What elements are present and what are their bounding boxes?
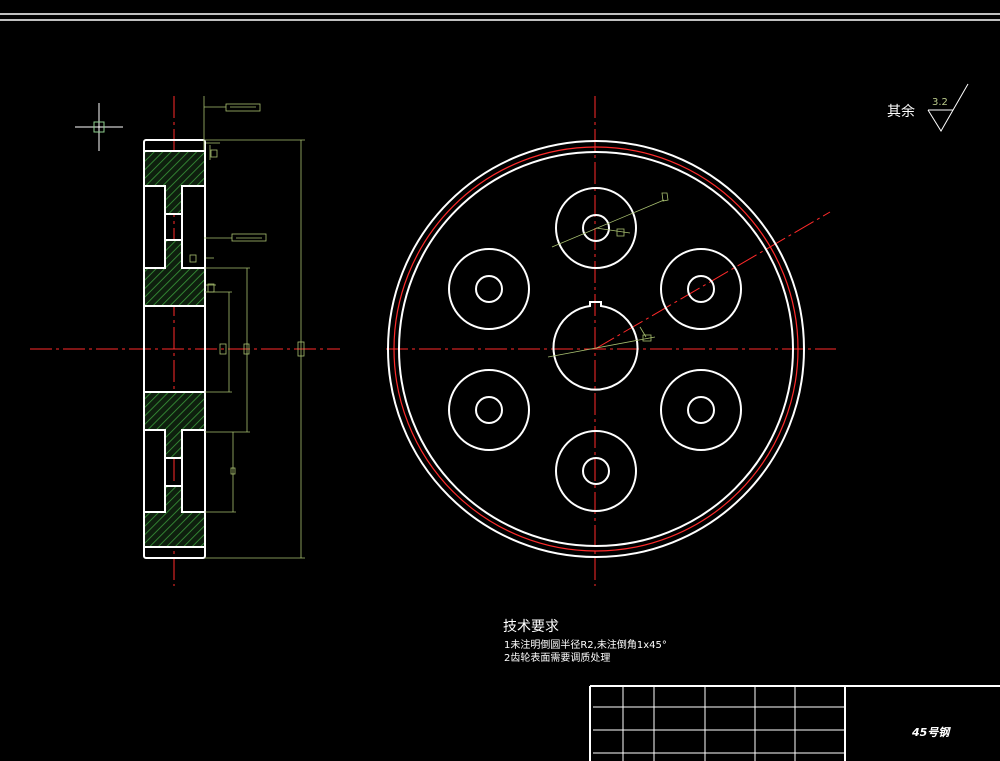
surface-finish-value: 3.2 xyxy=(932,97,948,108)
crosshair-cursor-icon xyxy=(75,103,123,151)
roughness-symbol-icon xyxy=(927,83,969,132)
surface-finish-label: 其余 xyxy=(887,104,915,120)
technical-requirements-title: 技术要求 xyxy=(503,619,559,635)
gear-front-view xyxy=(386,96,836,586)
title-block-material: 45号钢 xyxy=(912,726,950,739)
gear-addendum-circle xyxy=(387,140,805,558)
front-diagonal-centerline xyxy=(594,211,831,350)
gear-root-circle xyxy=(398,151,794,547)
center-bore-with-keyway xyxy=(552,301,639,391)
technical-requirement-note: 2齿轮表面需要调质处理 xyxy=(504,653,611,664)
gear-pitch-circle xyxy=(393,146,799,552)
title-block-grid xyxy=(589,685,1000,761)
lower-section-hatch xyxy=(145,392,204,548)
upper-section-hatch xyxy=(145,150,204,306)
side-dimension-lines xyxy=(189,96,305,559)
drawing-frame xyxy=(0,13,1000,21)
lightening-holes xyxy=(448,187,742,512)
gear-side-section-view xyxy=(30,96,340,586)
front-dimension-leaders xyxy=(547,192,669,358)
technical-requirement-note: 1未注明倒圆半径R2,未注倒角1x45° xyxy=(504,640,667,651)
